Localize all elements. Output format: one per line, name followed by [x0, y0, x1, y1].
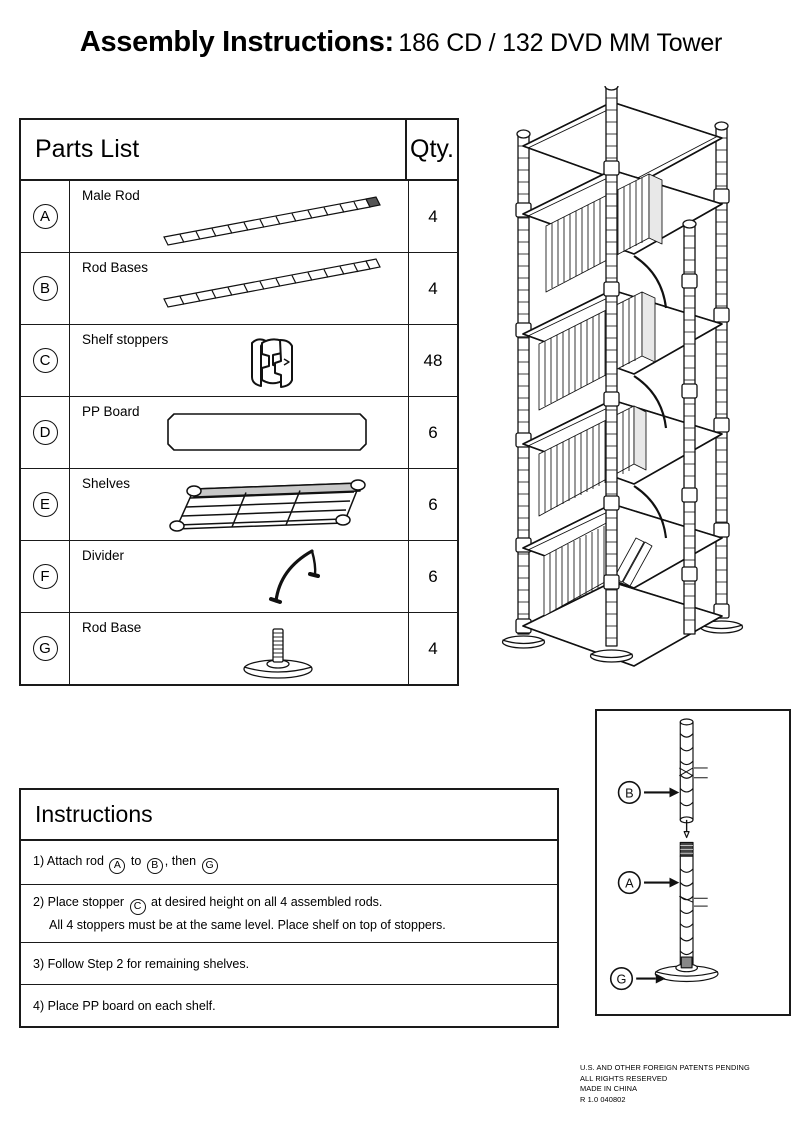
- media-tower-illustration: [484, 86, 794, 686]
- part-letter-cell: F: [21, 541, 70, 612]
- part-letter-badge: D: [32, 420, 58, 445]
- parts-list-table: Parts List Qty. A Male Rod: [19, 118, 459, 686]
- part-description-cell: PP Board: [70, 397, 409, 468]
- rod-base-foot: [654, 956, 719, 983]
- part-description-cell: Rod Base: [70, 613, 409, 684]
- part-qty-value: 6: [428, 566, 438, 586]
- part-description-cell: Divider: [70, 541, 409, 612]
- step-text-pre: Place stopper: [47, 895, 125, 910]
- footer-rights-line: ALL RIGHTS RESERVED: [580, 1073, 668, 1083]
- step-number: 2): [33, 895, 45, 910]
- part-ref-badge: B: [146, 857, 163, 874]
- part-name-label: Divider: [82, 548, 125, 563]
- part-letter-cell: D: [21, 397, 70, 468]
- step-text-line2: All 4 stoppers must be at the same level…: [49, 917, 446, 932]
- part-ref-badge: C: [129, 898, 146, 915]
- table-row: G Rod Base: [21, 613, 457, 684]
- page-title-bold: Assembly Instructions:: [79, 26, 394, 58]
- part-letter-badge: C: [32, 348, 58, 373]
- rod-segmented-icon: [154, 253, 404, 324]
- part-description-cell: Shelf stoppers: [70, 325, 409, 396]
- part-qty-value: 6: [428, 422, 438, 442]
- svg-text:G: G: [617, 971, 627, 986]
- part-description-cell: Male Rod: [70, 181, 409, 252]
- part-qty-value: 4: [428, 278, 438, 298]
- legal-footer: U.S. AND OTHER FOREIGN PATENTS PENDING A…: [580, 1063, 750, 1105]
- part-name-label: Male Rod: [82, 188, 140, 203]
- instructions-table: Instructions 1) Attach rod A to B, then …: [19, 788, 559, 1028]
- instruction-step-1: 1) Attach rod A to B, then G: [21, 841, 557, 885]
- part-letter-badge: F: [32, 564, 58, 589]
- table-row: E Shelves: [21, 469, 457, 541]
- table-row: C Shelf stoppers 48: [21, 325, 457, 397]
- male-rod: [679, 841, 708, 965]
- divider-wire-icon: [154, 541, 404, 612]
- part-name-label: PP Board: [82, 404, 140, 419]
- step-text-post: , then: [164, 854, 197, 869]
- part-description-cell: Rod Bases: [70, 253, 409, 324]
- instruction-step-4: 4) Place PP board on each shelf.: [21, 985, 557, 1026]
- svg-text:B: B: [625, 785, 633, 800]
- shelf-stopper-clip-icon: [154, 325, 404, 396]
- page-title-product: 186 CD / 132 DVD MM Tower: [398, 29, 723, 57]
- part-letter-badge: E: [32, 492, 58, 517]
- parts-list-header-row: Parts List Qty.: [21, 120, 457, 181]
- rod-label-g: G: [609, 967, 666, 991]
- rod-assembly-detail-box: B A G: [595, 709, 791, 1016]
- part-letter-cell: B: [21, 253, 70, 324]
- part-ref-badge: A: [109, 857, 126, 874]
- rod-base-upper: [679, 718, 708, 839]
- rod-label-a: A: [617, 871, 680, 895]
- instruction-step-2: 2) Place stopper C at desired height on …: [21, 885, 557, 943]
- part-letter-badge: B: [32, 276, 58, 301]
- table-row: B Rod Bases 4: [21, 253, 457, 325]
- wire-shelf-icon: [154, 469, 404, 540]
- footer-origin-line: MADE IN CHINA: [580, 1084, 638, 1094]
- part-qty-value: 4: [428, 206, 438, 226]
- part-letter-cell: G: [21, 613, 70, 684]
- part-name-label: Rod Base: [82, 620, 142, 635]
- part-letter-badge: G: [32, 636, 58, 661]
- pp-board-panel-icon: [154, 397, 404, 468]
- rod-label-b: B: [617, 780, 680, 805]
- part-name-label: Shelves: [82, 476, 131, 491]
- table-row: F Divider 6: [21, 541, 457, 613]
- instructions-header-label: Instructions: [21, 790, 557, 841]
- step-number: 1): [33, 854, 45, 869]
- rod-segmented-icon: [154, 181, 404, 252]
- part-name-label: Shelf stoppers: [82, 332, 169, 347]
- page-title: Assembly Instructions: 186 CD / 132 DVD …: [0, 26, 802, 59]
- part-qty-value: 4: [428, 638, 438, 658]
- table-row: A Male Rod 4: [21, 181, 457, 253]
- rod-base-foot-icon: [154, 613, 404, 684]
- qty-header-label: Qty.: [410, 135, 454, 163]
- step-text: Place PP board on each shelf.: [47, 998, 216, 1013]
- part-letter-cell: E: [21, 469, 70, 540]
- part-letter-cell: C: [21, 325, 70, 396]
- step-text-post: at desired height on all 4 assembled rod…: [151, 895, 383, 910]
- part-qty-value: 48: [423, 350, 443, 370]
- step-text: Follow Step 2 for remaining shelves.: [47, 956, 250, 971]
- instruction-step-3: 3) Follow Step 2 for remaining shelves.: [21, 943, 557, 985]
- step-text-pre: Attach rod: [46, 854, 104, 869]
- table-row: D PP Board 6: [21, 397, 457, 469]
- footer-patents-line: U.S. AND OTHER FOREIGN PATENTS PENDING: [580, 1063, 750, 1072]
- step-number: 4): [33, 998, 45, 1013]
- footer-revision-line: R 1.0 040802: [580, 1094, 626, 1104]
- parts-list-header-label: Parts List: [21, 120, 407, 179]
- part-letter-badge: A: [32, 204, 58, 229]
- svg-text:A: A: [625, 875, 634, 890]
- step-number: 3): [33, 956, 45, 971]
- part-description-cell: Shelves: [70, 469, 409, 540]
- part-name-label: Rod Bases: [82, 260, 149, 275]
- part-ref-badge: G: [201, 857, 218, 874]
- part-letter-cell: A: [21, 181, 70, 252]
- step-text-mid: to: [130, 854, 142, 869]
- part-qty-value: 6: [428, 494, 438, 514]
